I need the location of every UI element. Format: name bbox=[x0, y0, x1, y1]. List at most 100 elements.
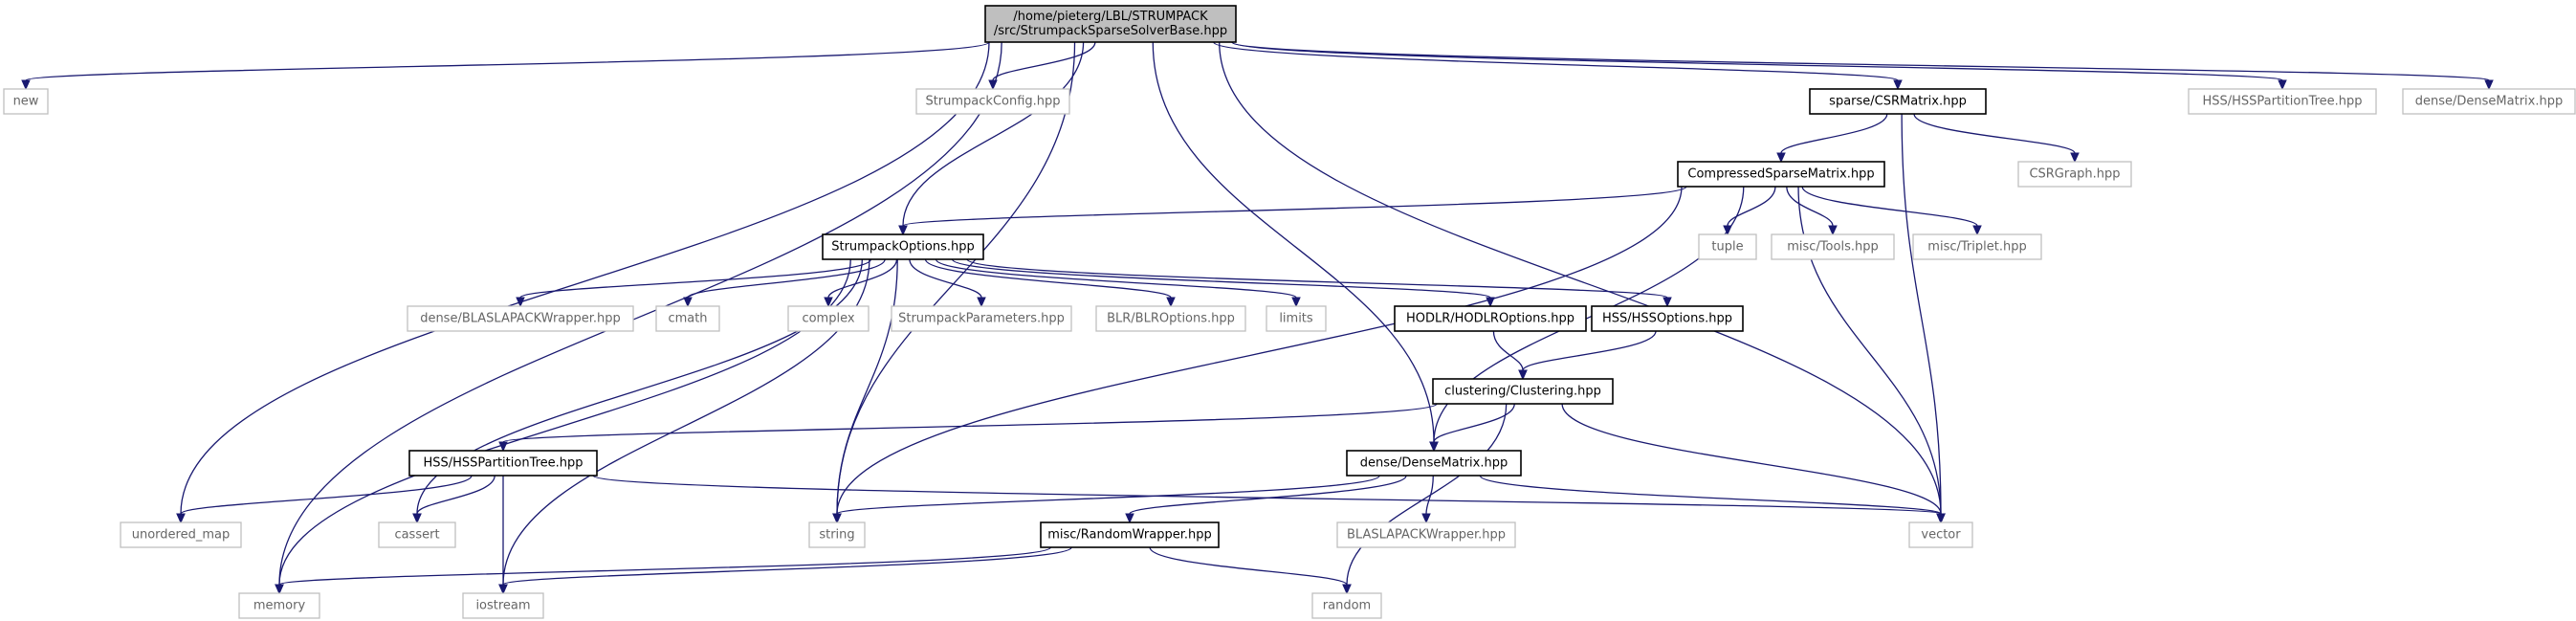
edge-hss-hsspartitiontree-to-cassert bbox=[412, 475, 495, 524]
node-box bbox=[1698, 233, 1757, 260]
new-node: new bbox=[3, 88, 49, 115]
edge-hss-hsspartitiontree-to-unordered-map bbox=[176, 475, 473, 524]
arrowhead bbox=[1125, 513, 1134, 524]
hss-hsspartitiontree-node[interactable]: HSS/HSSPartitionTree.hpp bbox=[408, 450, 598, 477]
arrowhead bbox=[2484, 79, 2494, 91]
random-node: random bbox=[1311, 592, 1382, 619]
node-box bbox=[3, 88, 49, 115]
edge-strumpackoptions-to-cassert bbox=[412, 258, 863, 524]
node-label: tuple bbox=[1711, 240, 1743, 255]
edge-line bbox=[502, 403, 1438, 443]
node-label: random bbox=[1323, 599, 1371, 613]
node-box bbox=[408, 450, 598, 477]
edge-line bbox=[502, 546, 1072, 586]
edge-dense-densematrix-to-string bbox=[832, 475, 1380, 524]
edge-line bbox=[1901, 113, 1942, 515]
edge-compressedsparsematrix-to-strumpackoptions bbox=[898, 186, 1687, 236]
arrowhead bbox=[1429, 441, 1439, 453]
arrowhead bbox=[824, 297, 833, 308]
dependency-nodes: /home/pieterg/LBL/STRUMPACK/src/Strumpac… bbox=[3, 5, 2576, 619]
node-label: HSS/HSSOptions.hpp bbox=[1602, 312, 1732, 326]
arrowhead bbox=[516, 297, 525, 308]
node-label: HODLR/HODLROptions.hpp bbox=[1406, 312, 1574, 326]
edge-clustering-clustering-to-hss-hsspartitiontree bbox=[498, 403, 1438, 453]
strumpackoptions-node[interactable]: StrumpackOptions.hpp bbox=[822, 233, 984, 260]
edge-line bbox=[902, 186, 1687, 227]
edge-clustering-clustering-to-dense-densematrix bbox=[1429, 403, 1515, 453]
root-node[interactable]: /home/pieterg/LBL/STRUMPACK/src/Strumpac… bbox=[984, 5, 1237, 43]
node-box bbox=[1336, 521, 1516, 548]
node-label: memory bbox=[253, 599, 306, 613]
edge-line bbox=[909, 258, 982, 299]
node-box bbox=[2017, 161, 2132, 188]
edge-line bbox=[519, 258, 872, 299]
edge-line bbox=[827, 258, 898, 299]
arrowhead bbox=[21, 79, 31, 91]
node-box bbox=[915, 88, 1070, 115]
node-label: BLR/BLROptions.hpp bbox=[1107, 312, 1235, 326]
tuple-node: tuple bbox=[1698, 233, 1757, 260]
arrowhead bbox=[1166, 297, 1176, 308]
arrowhead bbox=[498, 584, 508, 595]
clustering-clustering-node[interactable]: clustering/Clustering.hpp bbox=[1432, 378, 1614, 405]
node-label: misc/Tools.hpp bbox=[1787, 240, 1878, 255]
arrowhead bbox=[1342, 584, 1352, 595]
edge-line bbox=[836, 258, 898, 515]
node-label: new bbox=[13, 95, 39, 109]
csrgraph-node: CSRGraph.hpp bbox=[2017, 161, 2132, 188]
edge-line bbox=[836, 186, 1683, 515]
node-label: clustering/Clustering.hpp bbox=[1444, 385, 1601, 399]
node-label: StrumpackParameters.hpp bbox=[898, 312, 1065, 326]
edge-line bbox=[951, 258, 1491, 299]
compressedsparsematrix-node[interactable]: CompressedSparseMatrix.hpp bbox=[1677, 161, 1885, 188]
edge-strumpackoptions-to-complex bbox=[824, 258, 898, 308]
arrowhead bbox=[977, 297, 986, 308]
edge-strumpackoptions-to-hss-hssoptions bbox=[966, 258, 1672, 308]
node-box bbox=[120, 521, 242, 548]
misc-tools-node: misc/Tools.hpp bbox=[1771, 233, 1895, 260]
iostream-node: iostream bbox=[462, 592, 544, 619]
node-box bbox=[787, 305, 870, 332]
node-box bbox=[1809, 88, 1987, 115]
dense-densematrix-node[interactable]: dense/DenseMatrix.hpp bbox=[1346, 450, 1522, 477]
node-label: limits bbox=[1279, 312, 1313, 326]
edge-line bbox=[1231, 41, 2490, 81]
edge-line bbox=[180, 475, 473, 515]
arrowhead bbox=[1776, 152, 1786, 164]
misc-triplet-node: misc/Triplet.hpp bbox=[1912, 233, 2042, 260]
memory-node: memory bbox=[238, 592, 320, 619]
node-box bbox=[1040, 521, 1220, 548]
node-label: complex bbox=[802, 312, 854, 326]
strumpackconfig-node: StrumpackConfig.hpp bbox=[915, 88, 1070, 115]
limits-node: limits bbox=[1266, 305, 1327, 332]
edge-misc-randomwrapper-to-memory bbox=[275, 546, 1051, 595]
complex-node: complex bbox=[787, 305, 870, 332]
node-box bbox=[1095, 305, 1246, 332]
arrowhead bbox=[498, 441, 508, 453]
arrowhead bbox=[1662, 297, 1672, 308]
edge-line bbox=[924, 258, 1172, 299]
node-label: StrumpackConfig.hpp bbox=[925, 95, 1060, 109]
arrowhead bbox=[1893, 79, 1903, 91]
node-label: StrumpackOptions.hpp bbox=[831, 240, 975, 255]
node-label: sparse/CSRMatrix.hpp bbox=[1829, 95, 1967, 109]
node-box bbox=[1311, 592, 1382, 619]
edge-line bbox=[25, 41, 990, 81]
unordered-map-node: unordered_map bbox=[120, 521, 242, 548]
arrowhead bbox=[412, 513, 422, 524]
blr-blroptions-node: BLR/BLROptions.hpp bbox=[1095, 305, 1246, 332]
node-label: HSS/HSSPartitionTree.hpp bbox=[423, 456, 583, 471]
sparse-csrmatrix-node[interactable]: sparse/CSRMatrix.hpp bbox=[1809, 88, 1987, 115]
edge-hss-hsspartitiontree-to-iostream bbox=[498, 476, 508, 595]
arrowhead bbox=[988, 79, 998, 91]
arrowhead bbox=[832, 513, 842, 524]
edge-line bbox=[1213, 41, 1899, 81]
node-label: /home/pieterg/LBL/STRUMPACK bbox=[1013, 10, 1208, 24]
edge-line bbox=[966, 258, 1668, 299]
node-label: /src/StrumpackSparseSolverBase.hpp bbox=[994, 24, 1227, 38]
edge-sparse-csrmatrix-to-vector bbox=[1901, 113, 1946, 524]
hss-hssoptions-node[interactable]: HSS/HSSOptions.hpp bbox=[1591, 305, 1744, 332]
node-label: dense/DenseMatrix.hpp bbox=[1360, 456, 1508, 471]
hodlr-hodlroptions-node[interactable]: HODLR/HODLROptions.hpp bbox=[1394, 305, 1587, 332]
misc-randomwrapper-node[interactable]: misc/RandomWrapper.hpp bbox=[1040, 521, 1220, 548]
